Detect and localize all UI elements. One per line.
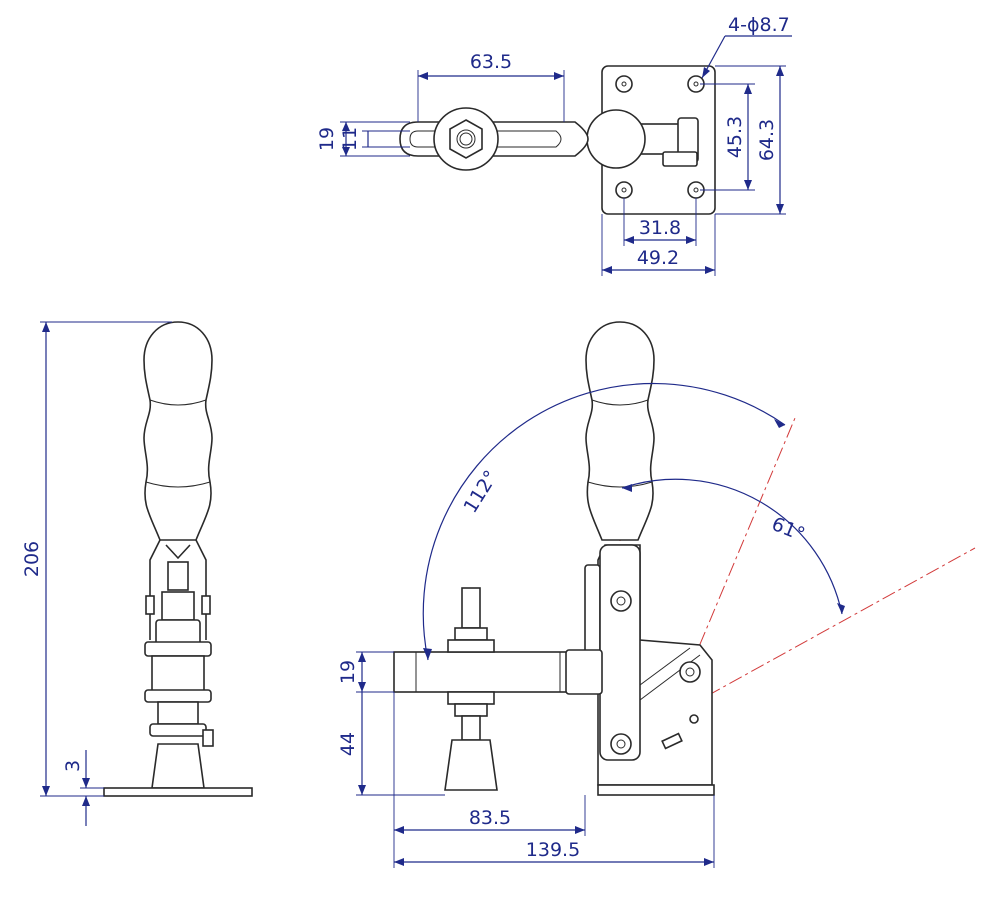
dim-bar-width-outer: 19 bbox=[316, 127, 338, 151]
grip-handle-side bbox=[585, 321, 655, 541]
dim-bar-length: 63.5 bbox=[470, 51, 512, 73]
dim-bar-height: 19 bbox=[337, 660, 359, 684]
spindle-upper bbox=[461, 587, 481, 629]
release-line bbox=[619, 547, 976, 745]
dim-overall-length: 139.5 bbox=[526, 839, 580, 861]
nut-upper bbox=[447, 639, 495, 653]
top-view: 63.5 19 11 4-ϕ8.7 45.3 64.3 bbox=[316, 14, 792, 276]
spindle-tip-front bbox=[151, 743, 205, 789]
front-pin-block bbox=[167, 561, 189, 591]
base-side bbox=[597, 784, 715, 796]
dim-plate-height: 64.3 bbox=[756, 119, 778, 161]
front-view: 206 3 bbox=[21, 321, 253, 826]
mounting-holes bbox=[615, 75, 705, 199]
hex-nut-top bbox=[449, 119, 483, 159]
open-line bbox=[689, 417, 796, 669]
dim-overall-height: 206 bbox=[21, 541, 43, 577]
pivot-upper bbox=[610, 590, 632, 612]
angle-release-label: 61° bbox=[769, 513, 808, 546]
dim-spindle-height: 44 bbox=[337, 732, 359, 756]
nut-lower bbox=[447, 691, 495, 705]
angle-open-label: 112° bbox=[459, 467, 502, 517]
dim-hole-spacing-h: 31.8 bbox=[639, 217, 681, 239]
dim-plate-width: 49.2 bbox=[637, 247, 679, 269]
pivot-body bbox=[679, 661, 701, 683]
dim-reach: 83.5 bbox=[469, 807, 511, 829]
dim-bar-width-inner: 11 bbox=[339, 127, 361, 151]
dim-hole-spacing-v: 45.3 bbox=[724, 116, 746, 158]
arm-plate-side bbox=[599, 544, 641, 761]
base-front bbox=[103, 787, 253, 797]
grip-handle-front bbox=[143, 321, 213, 541]
handle-knob-top bbox=[586, 109, 646, 169]
side-view: 112° 61° 19 44 83.5 139.5 bbox=[337, 321, 976, 868]
clamp-bar-side bbox=[393, 651, 591, 693]
angle-arc-release bbox=[621, 478, 843, 615]
spindle-tip-side bbox=[444, 739, 498, 791]
pivot-lower bbox=[610, 733, 632, 755]
dim-base-thickness: 3 bbox=[62, 760, 84, 772]
hole-note: 4-ϕ8.7 bbox=[728, 14, 790, 36]
angle-arc-open bbox=[422, 382, 786, 661]
